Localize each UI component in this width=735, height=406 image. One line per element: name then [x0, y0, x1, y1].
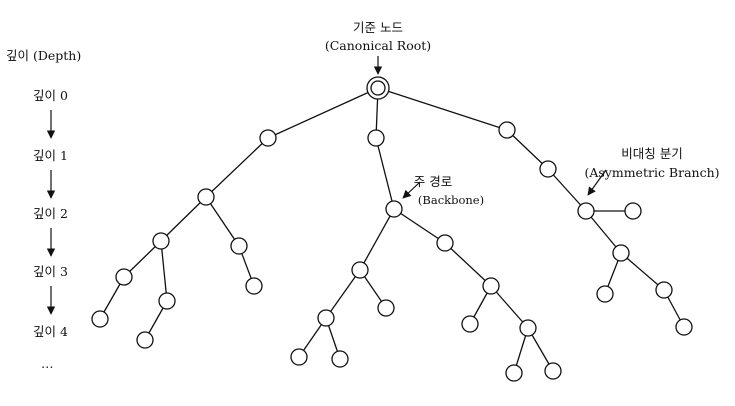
tree-node	[612, 244, 630, 262]
tree-node	[544, 362, 562, 380]
tree-node	[539, 160, 557, 178]
tree-node	[436, 234, 454, 252]
tree-node	[152, 232, 170, 250]
depth-level-1: 깊이 1	[33, 148, 68, 163]
tree-node	[259, 129, 277, 147]
depth-axis-title: 깊이 (Depth)	[6, 48, 81, 63]
tree-node	[655, 281, 673, 299]
tree-edge	[377, 87, 508, 131]
tree-node	[351, 261, 369, 279]
tree-node	[505, 364, 523, 382]
tree-node	[158, 292, 176, 310]
root-label-en: (Canonical Root)	[325, 38, 431, 53]
tree-node	[596, 285, 614, 303]
tree-node	[519, 319, 537, 337]
tree-edge	[620, 252, 665, 291]
asymmetric-label-ko: 비대칭 분기	[621, 146, 682, 161]
tree-edge	[267, 87, 379, 139]
backbone-label-ko: 주 경로	[414, 174, 452, 189]
tree-node	[317, 309, 335, 327]
depth-level-0: 깊이 0	[33, 88, 68, 103]
tree-edge	[205, 196, 240, 247]
asymmetric-label-en: (Asymmetric Branch)	[584, 165, 719, 180]
tree-edge	[585, 210, 622, 254]
tree-node	[482, 277, 500, 295]
tree-edge	[359, 208, 395, 271]
tree-node	[136, 331, 154, 349]
tree-node	[290, 348, 308, 366]
tree-edges	[99, 87, 685, 374]
tree-node	[367, 129, 385, 147]
root-node-inner-ring	[370, 80, 386, 96]
tree-node	[115, 268, 133, 286]
depth-level-2: 깊이 2	[33, 206, 68, 221]
depth-level-4: 깊이 4	[33, 324, 68, 339]
tree-node	[385, 200, 403, 218]
tree-edge	[506, 129, 549, 170]
tree-edge	[547, 168, 587, 212]
tree-node	[675, 318, 693, 336]
tree-node	[230, 237, 248, 255]
asymmetric-pointer-arrow	[587, 169, 607, 196]
tree-edge	[375, 137, 395, 210]
tree-node	[197, 188, 215, 206]
tree-nodes	[91, 76, 693, 382]
tree-edge	[325, 269, 361, 319]
tree-node	[461, 315, 479, 333]
tree-node	[91, 310, 109, 328]
tree-node	[498, 121, 516, 139]
tree-edge	[160, 240, 168, 302]
backbone-label-en: (Backbone)	[418, 193, 484, 207]
tree-edge	[205, 137, 269, 198]
tree-edge	[444, 242, 492, 287]
backbone-pointer-arrow	[402, 181, 421, 199]
tree-node	[577, 202, 595, 220]
tree-node	[377, 299, 395, 317]
tree-edge	[490, 285, 529, 329]
root-label-ko: 기준 노드	[353, 20, 403, 35]
tree-edge	[160, 196, 207, 242]
tree-node	[624, 202, 642, 220]
tree-node	[245, 277, 263, 295]
tree-node	[331, 350, 349, 368]
depth-level-3: 깊이 3	[33, 264, 68, 279]
tree-edge	[393, 208, 446, 244]
depth-ellipsis: …	[41, 356, 54, 371]
